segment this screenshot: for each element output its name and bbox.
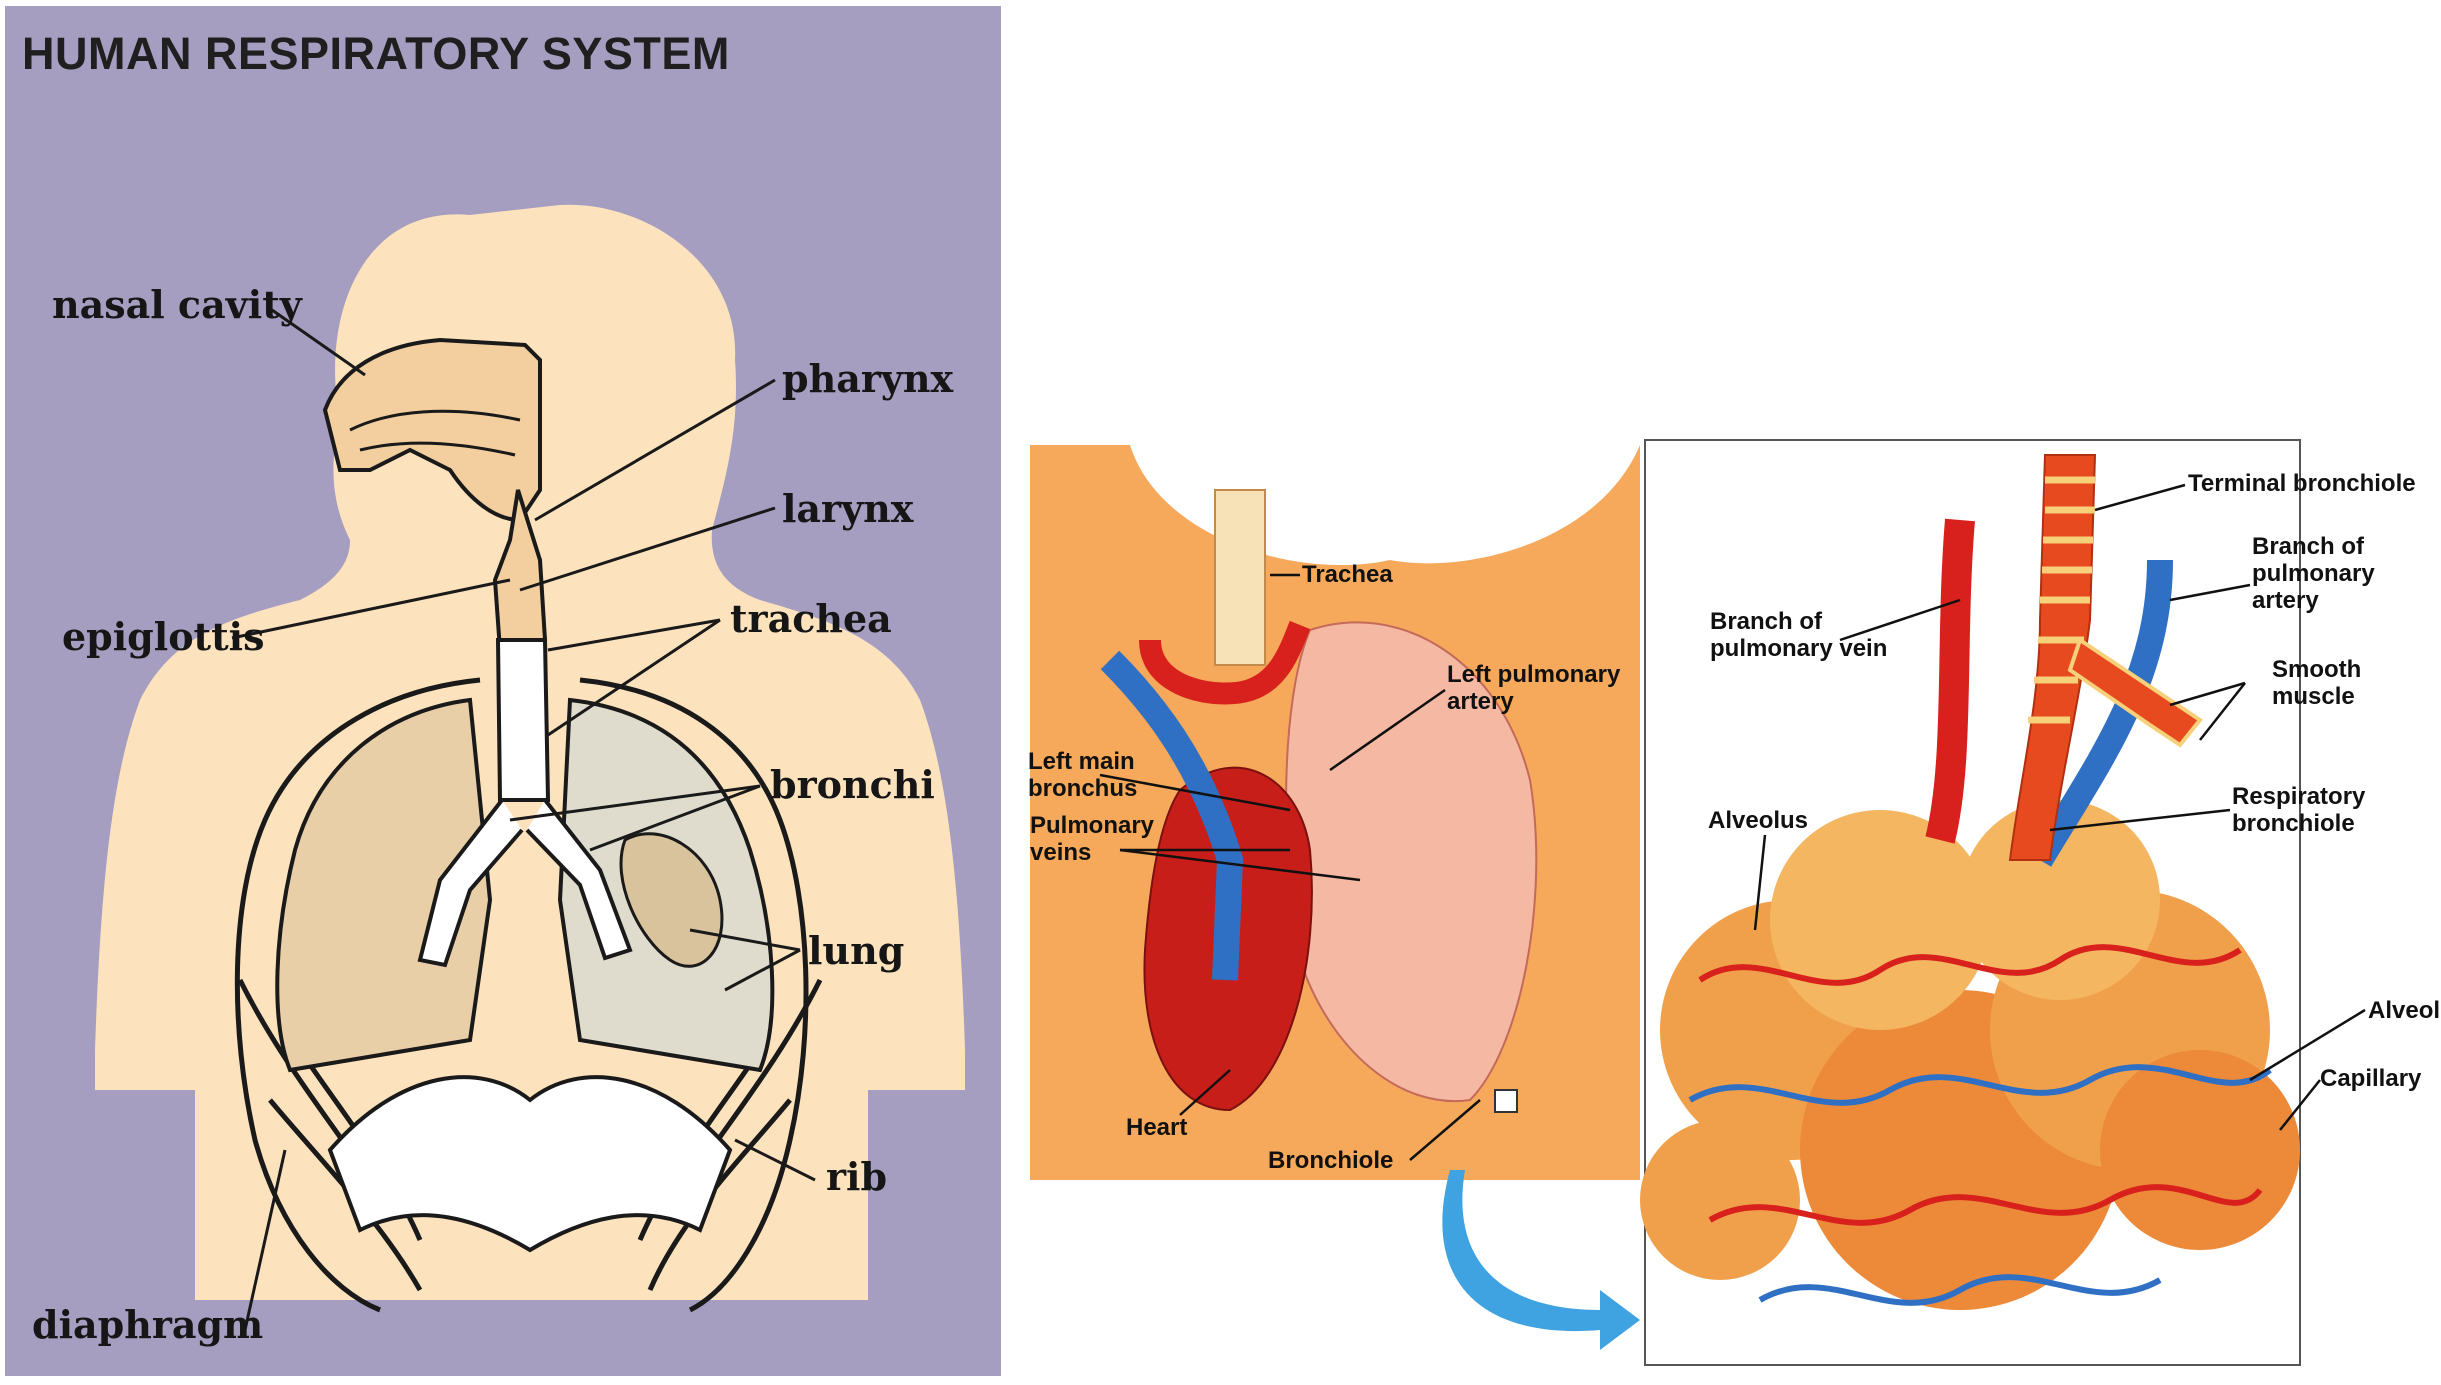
label-smooth-muscle-1: Smooth <box>2272 656 2362 683</box>
label-heart: Heart <box>1126 1114 1188 1141</box>
label-left-main-bronchus-1: Left main <box>1028 748 1135 775</box>
label-trachea-right: Trachea <box>1302 561 1393 588</box>
label-branch-pulmonary-vein-2: pulmonary vein <box>1710 635 1888 662</box>
smooth-muscle-branch <box>2067 636 2203 748</box>
label-pulmonary-veins-1: Pulmonary <box>1030 812 1155 839</box>
label-trachea-left: trachea <box>730 596 892 641</box>
label-respiratory-bronchiole-1: Respiratory <box>2232 783 2366 810</box>
label-bronchi: bronchi <box>770 762 935 807</box>
pulmonary-artery-branch <box>2028 559 2173 867</box>
label-alveolus-left: Alveolus <box>1708 807 1809 834</box>
aorta <box>1139 620 1311 705</box>
left-leader-lines <box>231 308 816 1331</box>
trachea-bronchi <box>417 638 633 968</box>
label-rib: rib <box>826 1154 888 1199</box>
label-branch-pulmonary-artery-3: artery <box>2252 587 2319 614</box>
capillary-network <box>1688 944 2272 1306</box>
label-terminal-bronchiole: Terminal bronchiole <box>2188 470 2416 497</box>
bronchiole-rings <box>2028 476 2095 724</box>
label-left-pulmonary-artery-1: Left pulmonary <box>1447 661 1621 688</box>
label-left-main-bronchus-2: bronchus <box>1028 775 1138 802</box>
label-epiglottis: epiglottis <box>62 614 265 659</box>
label-left-pulmonary-artery-2: artery <box>1447 688 1514 715</box>
label-capillary: Capillary <box>2320 1065 2422 1092</box>
label-branch-pulmonary-artery-1: Branch of <box>2252 533 2365 560</box>
right-leader-lines <box>1099 483 2366 1161</box>
nasal-cavity-shape <box>322 337 542 523</box>
chest-illustration <box>1030 445 1640 1180</box>
diagram-title: HUMAN RESPIRATORY SYSTEM <box>22 28 730 79</box>
label-nasal-cavity: nasal cavity <box>52 282 302 327</box>
label-bronchiole: Bronchiole <box>1268 1147 1394 1174</box>
trachea-rings <box>1214 489 1266 666</box>
label-respiratory-bronchiole-2: bronchiole <box>2232 810 2355 837</box>
diaphragm-shape <box>327 1075 733 1253</box>
label-branch-pulmonary-vein-1: Branch of <box>1710 608 1823 635</box>
pulmonary-vein-branch <box>1925 518 1975 844</box>
label-diaphragm: diaphragm <box>32 1302 264 1347</box>
label-smooth-muscle-2: muscle <box>2272 683 2355 710</box>
label-lung: lung <box>808 928 905 973</box>
vena-cava <box>1100 650 1244 981</box>
label-alveolus-right: Alveolus <box>2368 997 2441 1024</box>
label-larynx: larynx <box>782 486 914 531</box>
label-pulmonary-veins-2: veins <box>1030 839 1092 866</box>
bronchiole-marker <box>1494 1089 1518 1113</box>
label-branch-pulmonary-artery-2: pulmonary <box>2252 560 2375 587</box>
callout-arrow <box>1442 1170 1640 1350</box>
label-pharynx: pharynx <box>782 356 954 401</box>
